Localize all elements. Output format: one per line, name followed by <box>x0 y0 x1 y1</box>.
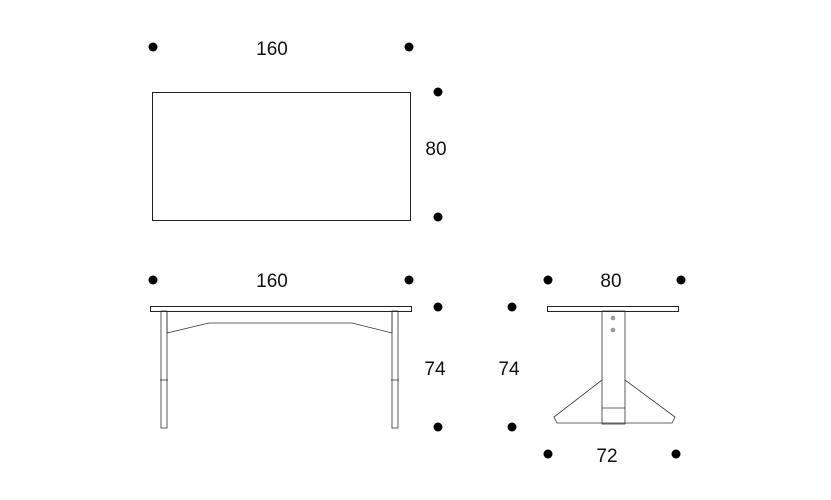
side-base-foot <box>553 379 676 424</box>
front-width-marker-right-dot <box>404 275 414 285</box>
top-view: 160 80 <box>148 39 447 222</box>
front-right-leg <box>391 310 399 429</box>
upper-bolt-icon <box>610 315 616 321</box>
side-view-base-label: 72 <box>596 446 617 467</box>
side-top-marker-left-dot <box>543 275 553 285</box>
depth-marker-top-dot <box>433 87 443 97</box>
side-view: 80 74 72 <box>498 271 686 467</box>
width-marker-right-dot <box>404 42 414 52</box>
side-view-height-label: 74 <box>498 359 520 380</box>
side-tabletop <box>547 306 679 312</box>
depth-marker-bottom-dot <box>433 212 443 222</box>
front-view-height-label: 74 <box>424 359 446 380</box>
front-width-marker-left-dot <box>148 275 158 285</box>
top-view-depth-label: 80 <box>425 139 446 160</box>
side-base-marker-right-dot <box>671 449 681 459</box>
front-height-marker-top-dot <box>433 302 443 312</box>
front-left-leg <box>160 310 168 429</box>
side-base-marker-left-dot <box>543 449 553 459</box>
lower-bolt-icon <box>610 327 616 333</box>
side-view-top-label: 80 <box>600 271 621 292</box>
front-height-marker-bottom-dot <box>433 422 443 432</box>
top-view-width-label: 160 <box>256 39 288 60</box>
front-tabletop <box>150 306 412 312</box>
side-height-marker-bottom-dot <box>507 422 517 432</box>
side-column <box>601 310 626 425</box>
width-marker-left-dot <box>148 42 158 52</box>
front-view-width-label: 160 <box>256 271 288 292</box>
side-height-marker-top-dot <box>507 302 517 312</box>
front-view: 160 74 <box>148 271 446 432</box>
tabletop-outline <box>152 92 411 221</box>
front-apron <box>166 311 393 334</box>
side-top-marker-right-dot <box>676 275 686 285</box>
